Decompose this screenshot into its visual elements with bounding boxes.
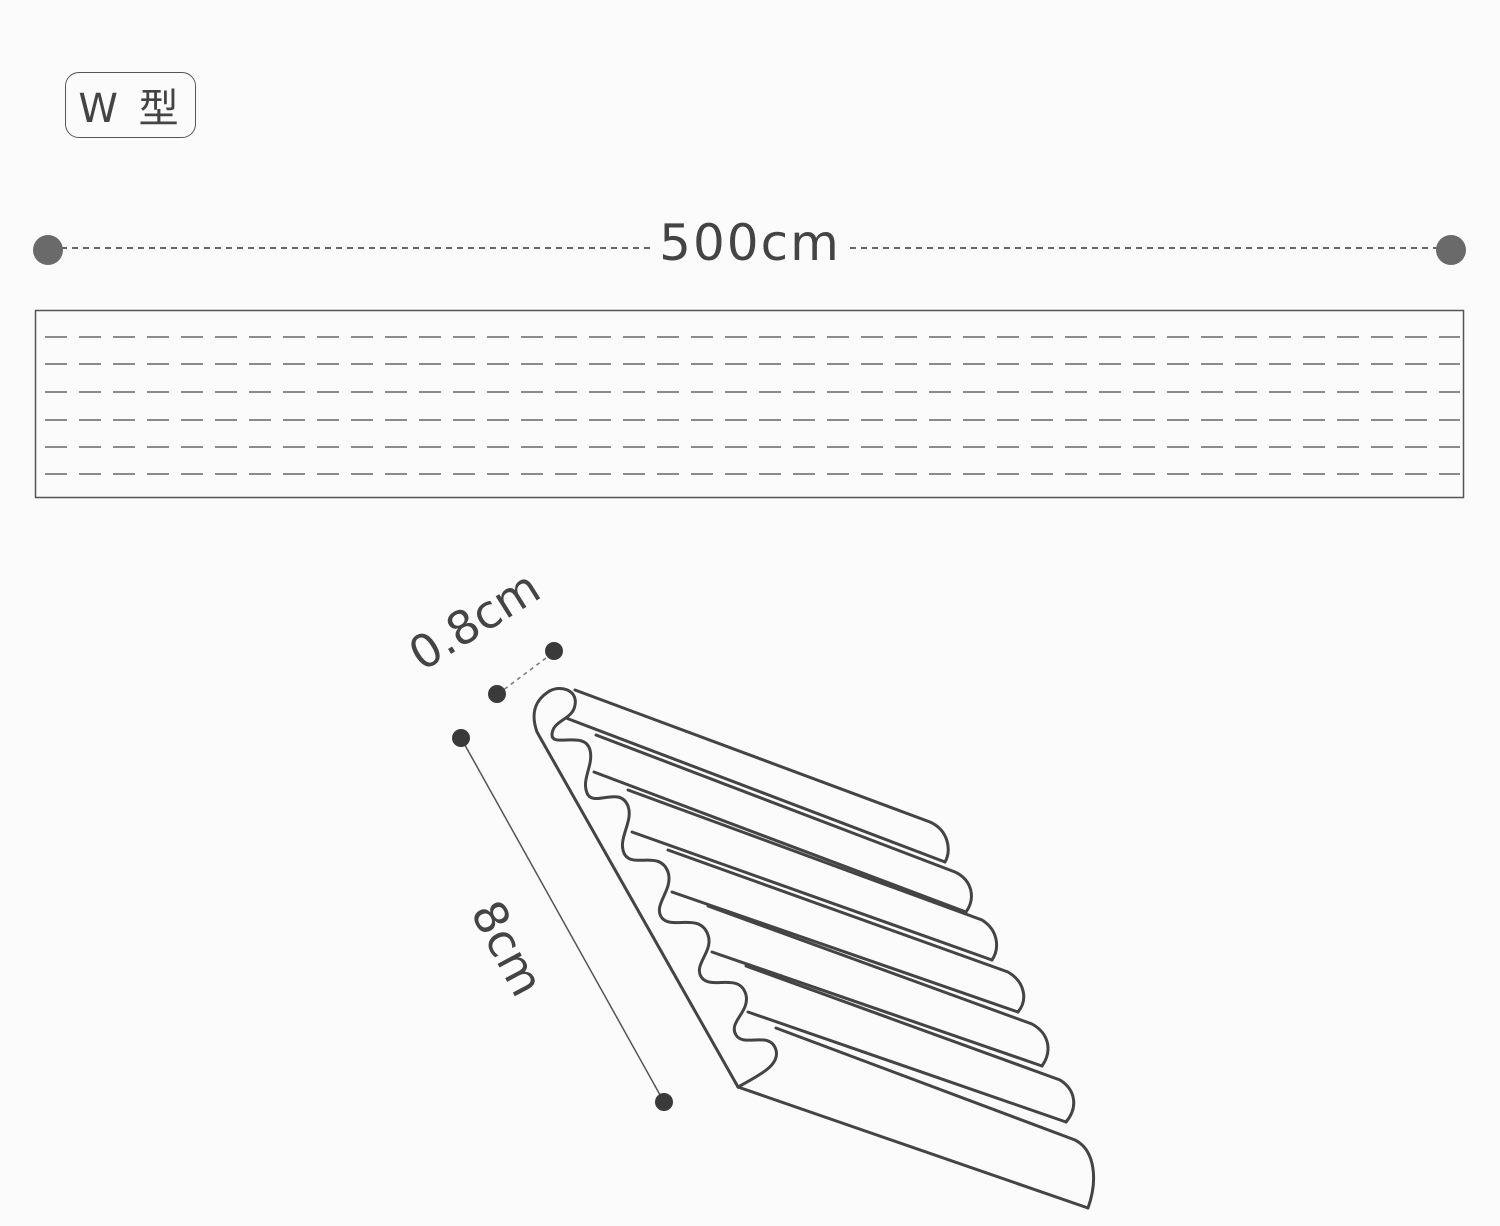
strip-top-view	[34, 309, 1465, 499]
length-label: 500cm	[659, 214, 841, 272]
thickness-label: 0.8cm	[399, 560, 549, 682]
strip-wave-profile	[546, 687, 778, 1089]
ridge-line-6	[744, 964, 1076, 1124]
width-dimension: 8cm	[452, 729, 673, 1111]
ridge-line-2	[594, 733, 973, 914]
groove-line-4	[670, 890, 1020, 1014]
length-dimension: 500cm	[33, 214, 1466, 272]
type-badge-label: W 型	[78, 86, 183, 132]
length-endpoint-left	[33, 235, 63, 265]
ridge-line-1	[573, 688, 950, 864]
thickness-endpoint-a	[488, 685, 506, 703]
thickness-dimension: 0.8cm	[399, 560, 563, 703]
groove-line-5	[710, 950, 1044, 1068]
strip-back-edge	[532, 690, 740, 1089]
strip-outline	[34, 309, 1465, 499]
strip-bottom-edge	[736, 1085, 1090, 1210]
w-profile-strip	[532, 687, 1096, 1210]
strip-groove-lines	[45, 336, 1460, 475]
ridge-line-7	[774, 1026, 1096, 1210]
length-endpoint-right	[1436, 235, 1466, 265]
width-label: 8cm	[460, 892, 554, 1005]
ridge-line-5	[706, 904, 1050, 1068]
thickness-dash	[497, 651, 555, 695]
ridge-line-3	[626, 788, 999, 962]
groove-line-3	[630, 830, 994, 962]
groove-line-2	[592, 770, 968, 914]
type-badge: W 型	[65, 72, 196, 138]
groove-line-1	[564, 716, 947, 864]
thickness-endpoint-b	[545, 642, 563, 660]
ridge-line-4	[666, 848, 1026, 1014]
width-endpoint-top	[452, 729, 470, 747]
width-line	[460, 737, 665, 1103]
width-endpoint-bottom	[655, 1093, 673, 1111]
groove-line-6	[746, 1010, 1068, 1124]
